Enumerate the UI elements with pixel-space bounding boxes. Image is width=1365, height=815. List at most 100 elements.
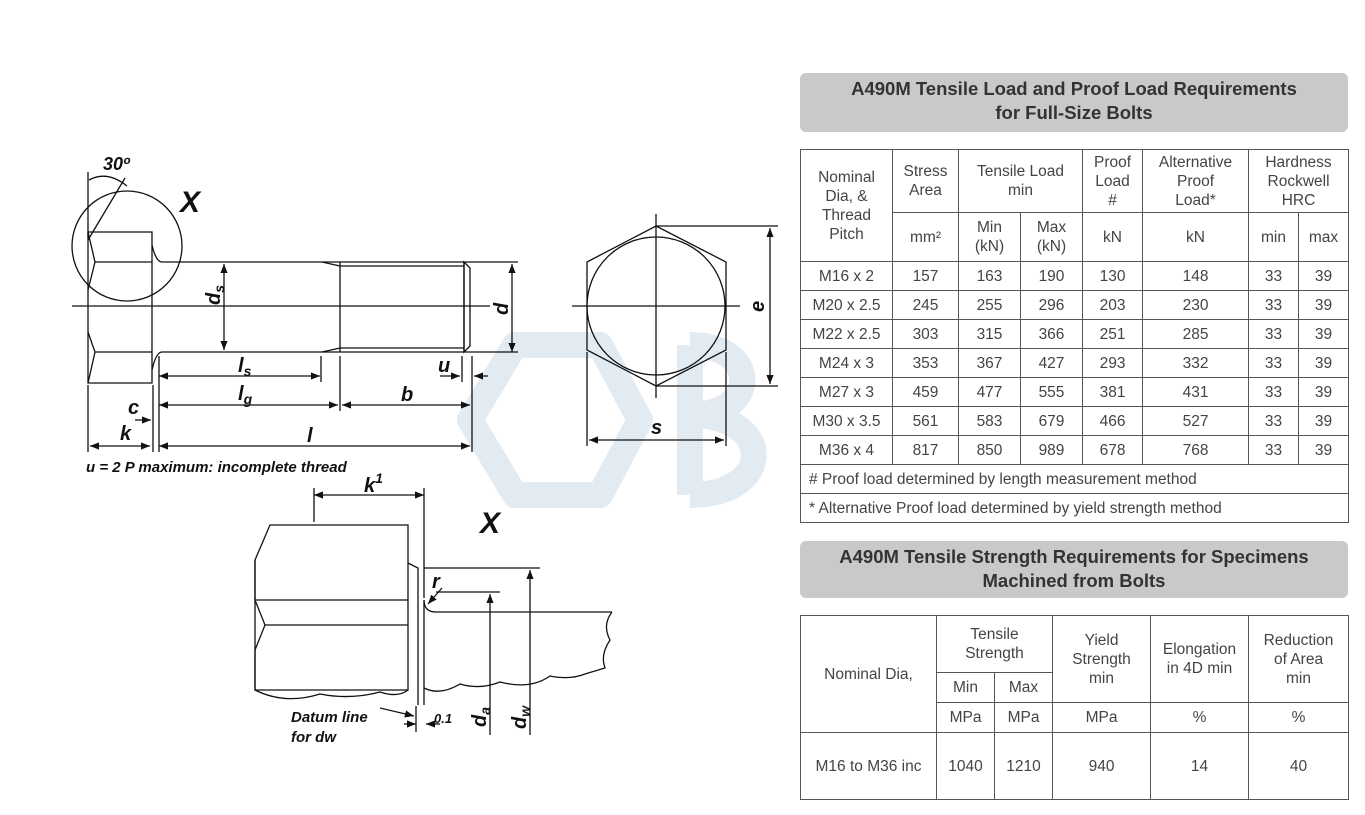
table-cell: MPa xyxy=(936,702,995,733)
table-cell: 285 xyxy=(1142,319,1250,349)
table-cell: M36 x 4 xyxy=(800,435,893,465)
label-dw: dw xyxy=(509,705,533,729)
table-cell: 332 xyxy=(1142,348,1250,378)
header-tensile-min: Min(kN) xyxy=(958,212,1021,262)
table-cell: M30 x 3.5 xyxy=(800,406,893,436)
table-cell: 39 xyxy=(1298,348,1350,378)
table-cell: 367 xyxy=(958,348,1021,378)
table1-note-row: # Proof load determined by length measur… xyxy=(799,464,1350,494)
header-line: Nominal xyxy=(818,168,875,186)
header-line: Thread xyxy=(821,206,872,224)
header-line: Max xyxy=(1036,219,1067,236)
table-cell: 293 xyxy=(1082,348,1144,378)
header-line: Tensile xyxy=(970,626,1019,643)
table-cell: 555 xyxy=(1019,377,1084,407)
table-cell: 678 xyxy=(1082,435,1144,465)
table-cell: 303 xyxy=(892,319,959,349)
label-b: b xyxy=(401,384,413,406)
table-cell: 381 xyxy=(1082,377,1144,407)
header-line: Stress xyxy=(903,163,948,180)
thread-note: u = 2 P maximum: incomplete thread xyxy=(86,459,348,476)
table-cell: 817 xyxy=(892,435,959,465)
header-line: Dia, & xyxy=(825,187,868,205)
header-line: # xyxy=(1108,191,1117,209)
table-cell: M27 x 3 xyxy=(800,377,893,407)
header-line: Proof xyxy=(1176,172,1215,190)
header-line: Load* xyxy=(1175,191,1216,209)
table-cell: 255 xyxy=(958,290,1021,320)
header-line: Pitch xyxy=(829,225,864,243)
header-line: Rockwell xyxy=(1267,172,1330,190)
table-cell: 251 xyxy=(1082,319,1144,349)
table-cell: 940 xyxy=(1052,732,1152,800)
label-lg: lg xyxy=(238,383,253,407)
table1-subheader-row: mm² Min(kN) Max(kN) kN kN min max xyxy=(801,212,1350,262)
label-tolerance: 0.1 xyxy=(434,711,452,726)
datum-line-label: Datum line xyxy=(291,709,368,726)
header-line: Yield xyxy=(1084,631,1119,649)
table-cell: 850 xyxy=(958,435,1021,465)
table-cell: 33 xyxy=(1248,290,1300,320)
table-cell: 39 xyxy=(1298,406,1350,436)
label-c: c xyxy=(128,397,139,419)
bolt-hex-end-view xyxy=(572,214,778,446)
table-cell: 1210 xyxy=(993,732,1054,800)
table-cell: 33 xyxy=(1248,319,1300,349)
header-hardness-max: max xyxy=(1298,212,1350,262)
header-line: Proof xyxy=(1093,153,1132,171)
table1-title: A490M Tensile Load and Proof Load Requir… xyxy=(800,73,1348,132)
header-line: Hardness xyxy=(1265,153,1332,171)
unit-alt: kN xyxy=(1142,212,1250,262)
table-cell: 33 xyxy=(1248,406,1300,436)
table-cell: 203 xyxy=(1082,290,1144,320)
header-line: Strength xyxy=(1072,650,1131,668)
table-cell: 40 xyxy=(1248,732,1350,800)
watermark-logo xyxy=(457,332,767,508)
table2-subheader-row: Min Max xyxy=(801,672,1349,703)
table-cell: 33 xyxy=(1248,348,1300,378)
table-cell: 427 xyxy=(1019,348,1084,378)
header-line: (kN) xyxy=(1036,238,1067,255)
label-e: e xyxy=(747,301,769,312)
header-line: Strength xyxy=(965,645,1024,662)
table-cell: M22 x 2.5 xyxy=(800,319,893,349)
header-tensile-max: Max (kN) xyxy=(1019,212,1084,262)
table-cell: 14 xyxy=(1150,732,1250,800)
header-line: Min xyxy=(977,219,1002,236)
header-line: HRC xyxy=(1281,191,1316,209)
table-cell: 39 xyxy=(1298,261,1350,291)
table-cell: 768 xyxy=(1142,435,1250,465)
table-cell: 39 xyxy=(1298,290,1350,320)
table-cell: 33 xyxy=(1248,377,1300,407)
header-line: min xyxy=(1008,182,1033,199)
table-cell: MPa xyxy=(1052,702,1152,733)
header-line: in 4D min xyxy=(1166,660,1233,677)
table-cell: 163 xyxy=(958,261,1021,291)
table-cell: 39 xyxy=(1298,377,1350,407)
table-cell: 679 xyxy=(1019,406,1084,436)
unit-stress: mm² xyxy=(892,212,959,262)
label-d: d xyxy=(491,302,513,315)
table-cell: 353 xyxy=(892,348,959,378)
table-cell: 1040 xyxy=(936,732,995,800)
header-tensile-min: Min xyxy=(936,672,995,703)
bolt-technical-drawing: 30º X X ds d e ls lg u c b k l s u = 2 P… xyxy=(71,154,778,746)
label-r: r xyxy=(432,571,441,593)
table1-note-row: * Alternative Proof load determined by y… xyxy=(799,493,1350,523)
header-hardness-min: min xyxy=(1248,212,1300,262)
alt-proof-load-note: * Alternative Proof load determined by y… xyxy=(799,493,1350,523)
label-k: k xyxy=(120,423,132,445)
table-cell: 39 xyxy=(1298,319,1350,349)
label-u: u xyxy=(438,355,450,377)
